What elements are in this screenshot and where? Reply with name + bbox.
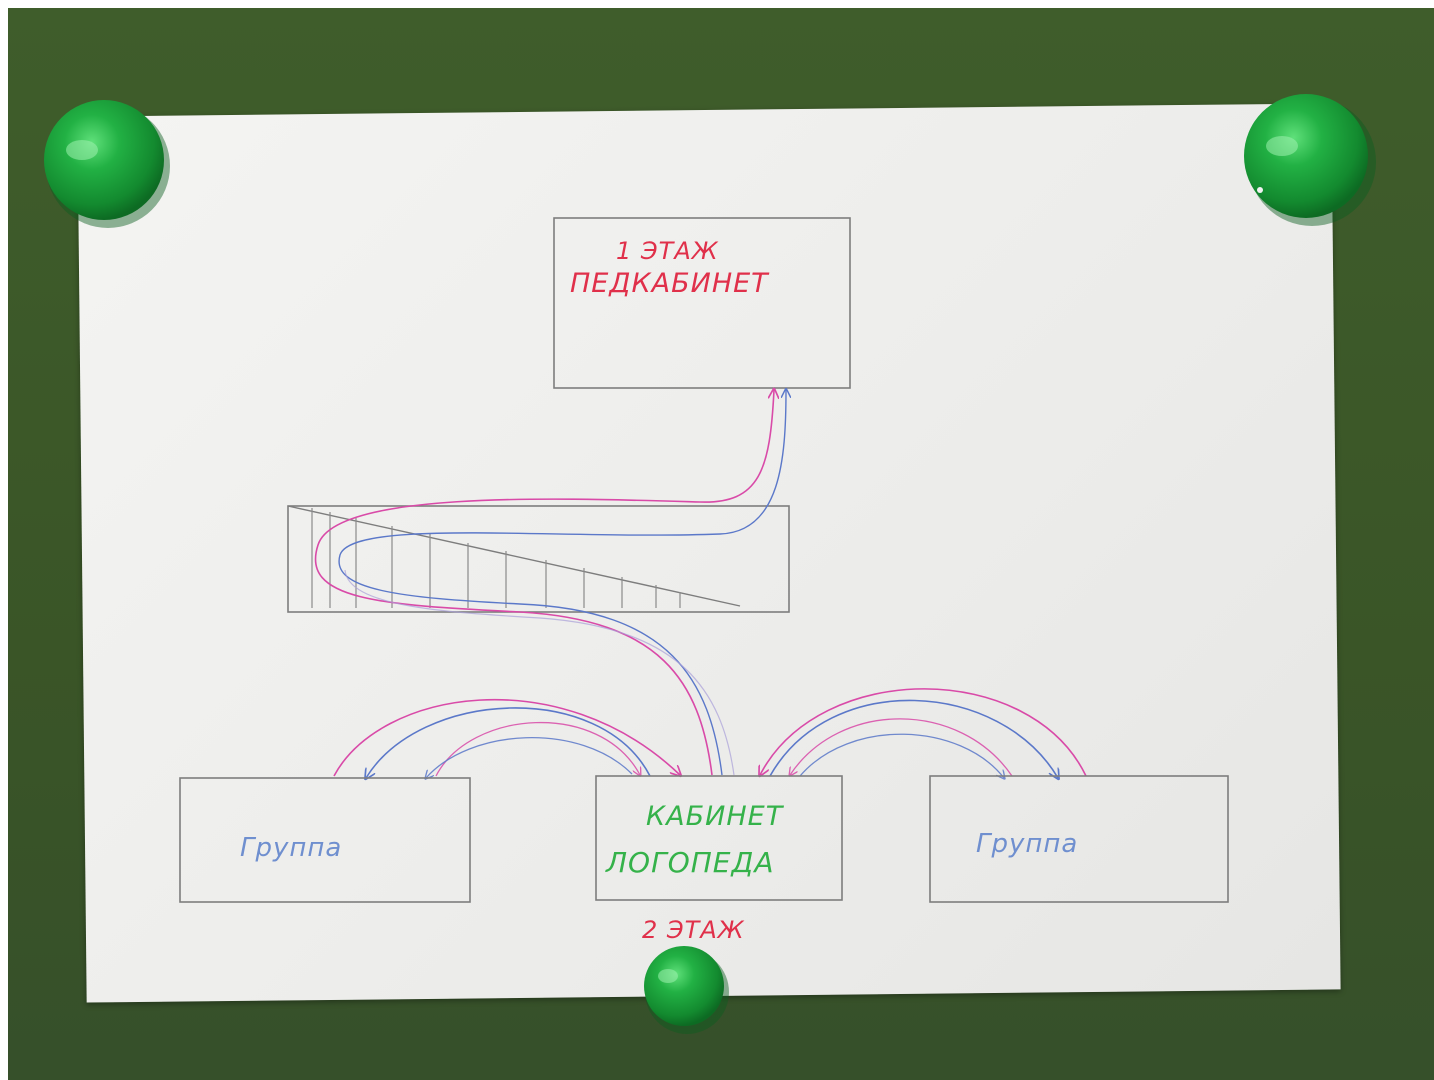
magnet-icon [644, 946, 729, 1034]
arc-right-blue-out [770, 700, 1058, 778]
floor1-label: 1 ЭТАЖ [616, 237, 719, 265]
speech-room-label-line2: ЛОГОПЕДА [605, 846, 775, 879]
magnet-icon [44, 100, 170, 228]
group-right-box [930, 776, 1228, 902]
arc-right-pink-inner [790, 719, 1012, 776]
speech-room-box [596, 776, 842, 900]
arc-right-blue-inner [800, 734, 1004, 778]
staircase [288, 506, 789, 612]
arc-left-blue-back [366, 708, 650, 778]
arc-left-blue-inner [426, 738, 632, 778]
arc-left-pink-inner [436, 723, 640, 776]
group-right-label: Группа [976, 829, 1078, 859]
group-left-label: Группа [240, 833, 342, 863]
floor2-label: 2 ЭТАЖ [642, 916, 745, 944]
speech-room-label-line1: КАБИНЕТ [646, 801, 785, 832]
ped-room-label: ПЕДКАБИНЕТ [570, 268, 770, 299]
magnet-icon [1244, 94, 1376, 226]
arc-left-pink-out [334, 700, 680, 776]
pink-route-up [315, 390, 774, 775]
